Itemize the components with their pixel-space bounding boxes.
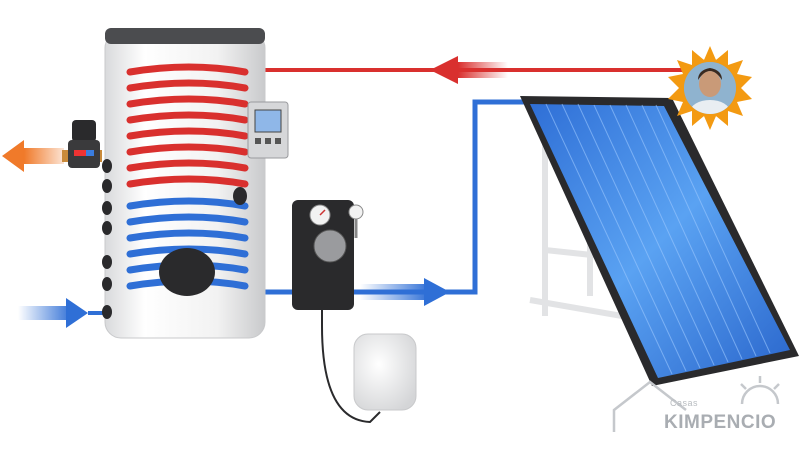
thermostat-display — [254, 109, 282, 133]
mixing-valve — [68, 120, 100, 168]
red-flow-arrow-icon — [430, 56, 458, 84]
collector-glass — [530, 104, 790, 378]
tank-ports — [102, 159, 247, 319]
expansion-hose — [321, 325, 381, 424]
sun-with-avatar — [668, 46, 752, 130]
tank-lid — [105, 28, 265, 44]
cold-inlet-arrow — [18, 298, 104, 328]
thermometer-icon — [348, 204, 364, 220]
hot-water-tank — [102, 28, 266, 339]
watermark-brand: KIMPENCIO — [664, 412, 777, 433]
red-flow-arrow-tail — [458, 62, 508, 78]
expansion-vessel — [353, 333, 417, 411]
blue-flow-arrow-icon — [424, 278, 450, 306]
brand-logo — [612, 376, 780, 432]
cold-inlet-arrow-icon — [66, 298, 88, 328]
hot-return-pipe — [265, 56, 690, 84]
watermark-prefix: Casas — [670, 398, 699, 408]
pump-motor — [313, 229, 347, 263]
collector-tubes — [545, 103, 771, 375]
upper-heating-coil — [126, 63, 249, 188]
solar-collector — [520, 96, 799, 386]
pump-station — [292, 200, 381, 424]
cold-supply-pipe — [265, 99, 528, 306]
blue-flow-arrow-tail — [360, 284, 430, 300]
heating-element — [159, 248, 215, 296]
thermostat-control — [247, 101, 289, 159]
hot-outlet-arrow-icon — [2, 140, 24, 172]
